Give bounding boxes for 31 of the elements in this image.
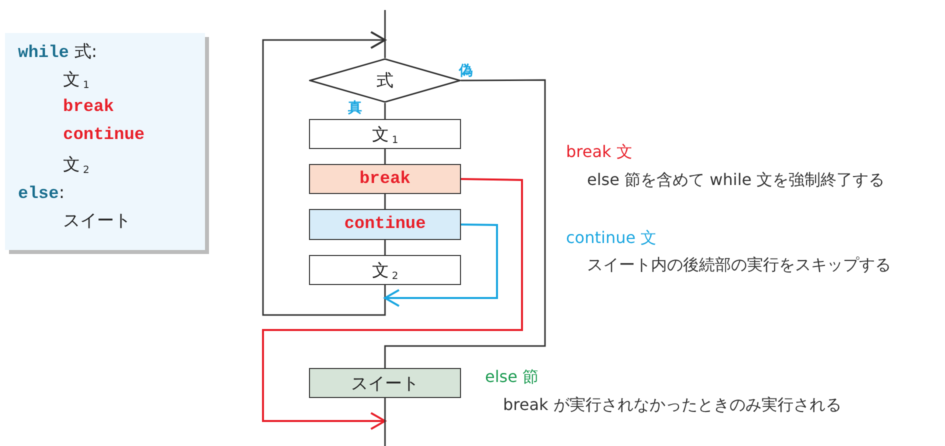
note-text: break が実行されなかったときのみ実行される — [503, 395, 842, 416]
connector-line — [384, 10, 386, 58]
connector-line — [384, 240, 386, 255]
edge-label: 真 — [347, 100, 363, 116]
connector-line — [384, 79, 546, 368]
process-box: 文$_{2}$ — [309, 255, 461, 285]
process-box: スイート — [309, 368, 461, 398]
arrow — [384, 224, 498, 307]
connector-line — [384, 194, 386, 209]
connector-line — [384, 103, 386, 119]
process-box: continue — [309, 209, 461, 240]
code-line: 文$_{1}$ — [63, 69, 90, 93]
code-line: while 式: — [18, 41, 98, 65]
connector-line — [384, 149, 386, 164]
note-heading: continue 文 — [566, 228, 657, 249]
code-line: continue — [63, 125, 145, 147]
edge-label: 偽 — [458, 63, 474, 79]
connector-line — [384, 398, 386, 446]
process-box: break — [309, 164, 461, 194]
arrow — [262, 31, 386, 316]
code-line: 文$_{2}$ — [63, 154, 90, 178]
note-text: else 節を含めて while 文を強制終了する — [587, 170, 885, 191]
note-heading: break 文 — [566, 142, 632, 163]
note-heading: else 節 — [485, 367, 539, 388]
code-line: スイート — [63, 210, 131, 232]
code-panel — [5, 33, 205, 250]
code-line: else: — [18, 182, 65, 206]
note-text: スイート内の後続部の実行をスキップする — [587, 255, 891, 276]
arrow — [262, 178, 523, 430]
process-box: 文$_{1}$ — [309, 119, 461, 149]
code-line: break — [63, 97, 114, 119]
